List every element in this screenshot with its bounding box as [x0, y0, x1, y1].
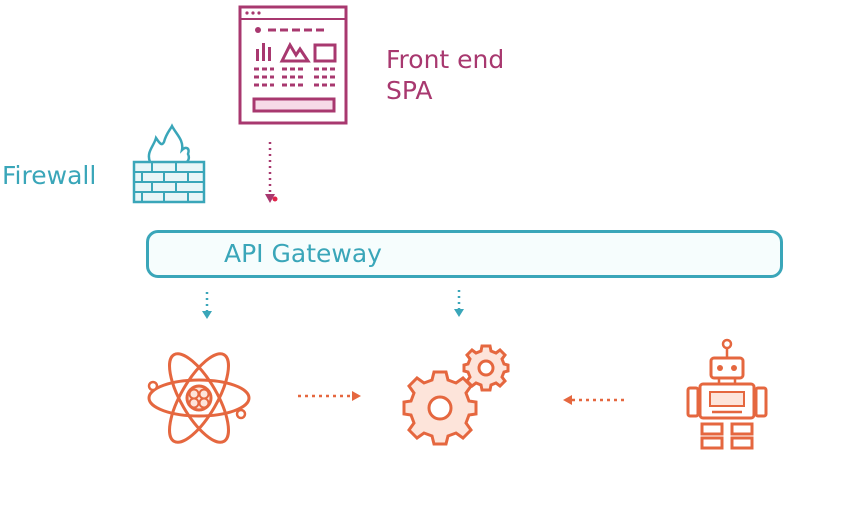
- frontend-label-line2: SPA: [386, 76, 433, 105]
- firewall-icon: [132, 123, 206, 204]
- gateway-to-gears-arrow: [454, 290, 464, 317]
- api-gateway-box: [146, 230, 783, 278]
- frontend-to-gateway-arrow: [265, 142, 278, 203]
- gears-icon: [402, 344, 510, 446]
- browser-window-icon: [238, 5, 348, 125]
- robot-to-gears-arrow: [563, 395, 626, 405]
- frontend-label: Front end SPA: [386, 44, 504, 106]
- api-gateway-label: API Gateway: [224, 239, 382, 268]
- atom-icon: [147, 352, 251, 444]
- atom-to-gears-arrow: [298, 391, 361, 401]
- robot-icon: [686, 338, 768, 450]
- firewall-label: Firewall: [2, 161, 97, 190]
- gateway-to-atom-arrow: [202, 292, 212, 319]
- frontend-label-line1: Front end: [386, 45, 505, 74]
